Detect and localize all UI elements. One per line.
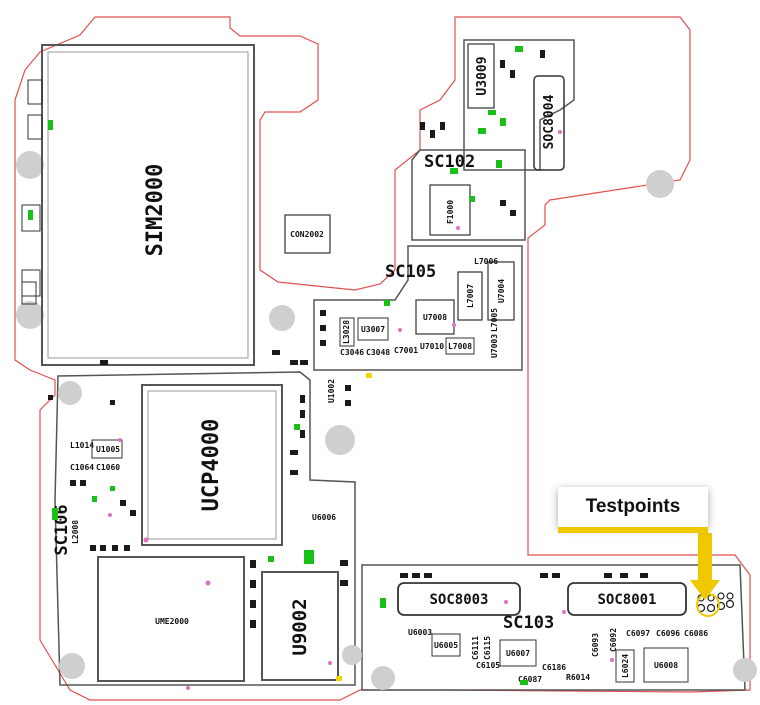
u6008-label: U6008: [654, 661, 678, 670]
u7004-label: U7004: [497, 279, 506, 303]
soc8001-label: SOC8001: [597, 592, 656, 608]
callout-accent-bar: [558, 527, 708, 533]
c3046-label: C3046: [340, 348, 364, 357]
c6087-label: C6087: [518, 675, 542, 684]
c6096-label: C6096: [656, 629, 680, 638]
u7008-box: [415, 299, 455, 335]
c6093-label: C6093: [591, 633, 600, 657]
con2002-label: CON2002: [290, 230, 324, 239]
con2002-box: [284, 214, 331, 254]
l7008-box: [445, 337, 475, 355]
green-parts: [28, 46, 528, 685]
u3009-label: U3009: [475, 56, 490, 95]
shield-outline-mid: [313, 245, 523, 371]
u7003-label: U7003: [490, 334, 499, 358]
testpoints-callout: Testpoints: [558, 487, 708, 527]
shield-outline-left: [54, 371, 356, 686]
l3028-label: L3028: [342, 320, 351, 344]
smd-pads: [48, 50, 648, 628]
sc102-label: SC102: [424, 152, 475, 172]
c6097-label: C6097: [626, 629, 650, 638]
u9002-outline: [261, 571, 339, 681]
c3048-label: C3048: [366, 348, 390, 357]
c6105-label: C6105: [476, 661, 500, 670]
pink-markers: [108, 130, 614, 690]
sim2000-label: SIM2000: [143, 164, 168, 257]
l7008-label: L7008: [448, 342, 472, 351]
soc8004-label: SOC8004: [542, 94, 557, 149]
f1000-label: F1000: [446, 200, 455, 224]
f1000-box: [429, 184, 471, 236]
u1005-label: U1005: [96, 445, 120, 454]
sc103-label: SC103: [503, 613, 554, 633]
soc8004-box: [533, 75, 565, 171]
l3028-box: [339, 317, 355, 347]
soc8003-box: [397, 582, 521, 616]
u3009-box: [467, 43, 495, 109]
l7005-label: L7005: [490, 308, 499, 332]
u1002-label: U1002: [327, 379, 336, 403]
sim-pads: [21, 79, 43, 305]
l7007-box: [457, 271, 483, 321]
u6005-label: U6005: [434, 641, 458, 650]
shield-outline-upper: [411, 149, 526, 241]
c6115-label: C6115: [483, 636, 492, 660]
callout-arrow: [690, 533, 720, 600]
sim2000-outline: [41, 44, 255, 366]
c1060-label: C1060: [96, 463, 120, 472]
c6092-label: C6092: [609, 628, 618, 652]
u3007-label: U3007: [361, 325, 385, 334]
u9002-label: U9002: [289, 598, 311, 655]
u6006-label: U6006: [312, 513, 336, 522]
soc8001-box: [567, 582, 687, 616]
ucp4000-outline: [141, 384, 283, 546]
c6186-label: C6186: [542, 663, 566, 672]
shield-outline-topright: [463, 39, 575, 171]
ume2000-label: UME2000: [155, 617, 189, 626]
ume2000-outline: [97, 556, 245, 682]
u7008-label: U7008: [423, 313, 447, 322]
c6086-label: C6086: [684, 629, 708, 638]
shield-outline-bottom: [361, 564, 746, 691]
l6024-label: L6024: [621, 654, 630, 678]
u3007-box: [357, 317, 389, 341]
testpoint-pads: [696, 592, 735, 613]
l1014-label: L1014: [70, 441, 94, 450]
c1064-label: C1064: [70, 463, 94, 472]
l7006-label: L7006: [474, 257, 498, 266]
c6111-label: C6111: [471, 636, 480, 660]
u7010-label: U7010: [420, 342, 444, 351]
yellow-parts: [336, 373, 372, 681]
l7007-label: L7007: [466, 284, 475, 308]
sc105-label: SC105: [385, 262, 436, 282]
mounting-holes: [16, 151, 757, 690]
l2008-label: L2008: [71, 520, 80, 544]
soc8003-label: SOC8003: [429, 592, 488, 608]
u6003-label: U6003: [408, 628, 432, 637]
u6007-label: U6007: [506, 649, 530, 658]
c7001-label: C7001: [394, 346, 418, 355]
r6014-label: R6014: [566, 673, 590, 682]
u7004-box: [487, 261, 515, 321]
ucp4000-label: UCP4000: [199, 419, 224, 512]
